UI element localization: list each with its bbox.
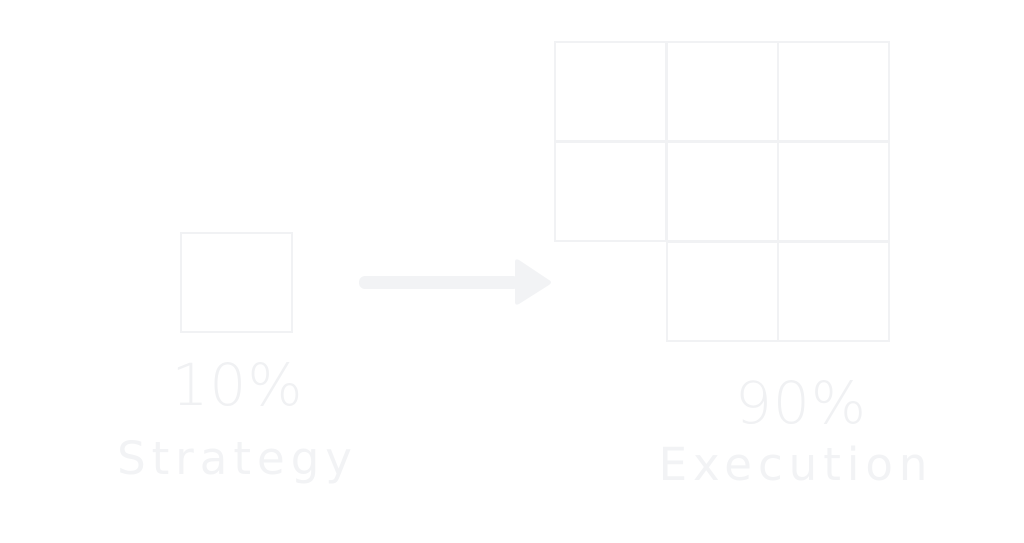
strategy-percent: 10%	[171, 351, 304, 419]
execution-box-6	[777, 141, 890, 242]
execution-label: Execution	[658, 438, 934, 491]
execution-percent: 90%	[735, 369, 867, 437]
execution-box-4	[554, 141, 667, 242]
execution-box-7	[666, 241, 779, 342]
execution-box-2	[666, 41, 779, 142]
execution-box-1	[554, 41, 667, 142]
execution-box-3	[777, 41, 890, 142]
strategy-box	[180, 232, 293, 333]
strategy-label: Strategy	[117, 432, 358, 485]
right-arrow-icon	[359, 259, 551, 305]
execution-box-5	[666, 141, 779, 242]
execution-box-8	[777, 241, 890, 342]
